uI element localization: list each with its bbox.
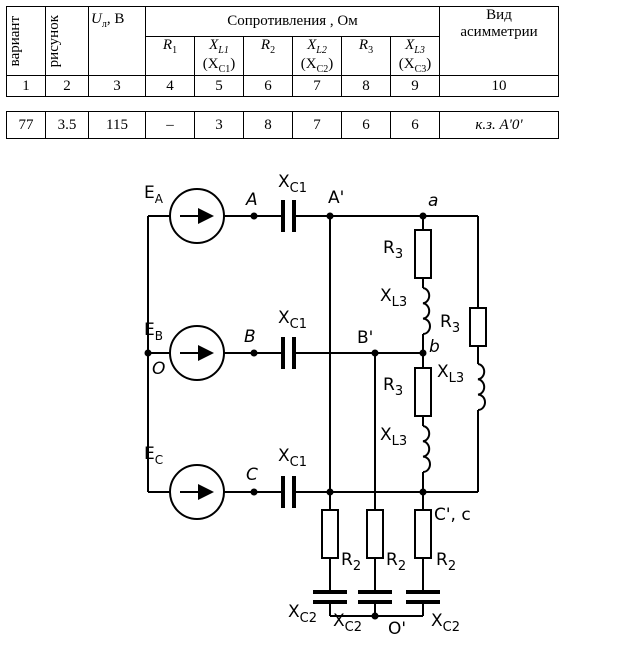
header-XL1: XL1(XC1)	[194, 36, 244, 76]
label-node-C: C	[246, 465, 258, 485]
label-XL3-bc: XL3	[380, 425, 407, 449]
label-R3-ab: R3	[383, 238, 403, 262]
label-EC: EC	[144, 444, 163, 467]
node-a-dot	[419, 212, 427, 220]
capacitor-Xc1-B	[281, 337, 296, 369]
resistor-R2-B	[366, 509, 384, 559]
node-C-junction-dot	[326, 488, 334, 496]
resistor-R2-A	[321, 509, 339, 559]
label-Xc2-B: XC2	[333, 611, 362, 635]
label-R2-C: R2	[436, 550, 456, 574]
inductor-XL3-bc	[422, 425, 431, 473]
label-node-A: A	[245, 190, 258, 210]
node-C-dot	[250, 488, 258, 496]
header-R1: R1	[145, 36, 195, 76]
node-B-dot	[250, 349, 258, 357]
node-b-dot	[419, 349, 427, 357]
label-R2-A: R2	[341, 550, 361, 574]
label-node-Cc: C', c	[434, 505, 471, 525]
node-B1-dot	[371, 349, 379, 357]
node-A1-dot	[326, 212, 334, 220]
header-R2: R2	[243, 36, 293, 76]
capacitor-Xc1-A	[281, 200, 296, 232]
header-R3: R3	[341, 36, 391, 76]
header-voltage: Uл, В	[88, 6, 146, 76]
label-Xc1-C: XC1	[278, 446, 307, 470]
label-node-B1: B'	[357, 328, 373, 348]
source-EB	[169, 325, 225, 381]
label-R3-ac: R3	[440, 312, 460, 336]
capacitor-Xc2-A	[313, 590, 347, 604]
header-variant: вариант	[6, 6, 46, 76]
label-node-O1: O'	[388, 619, 406, 639]
label-Xc1-A: XC1	[278, 172, 307, 196]
label-EB: EB	[144, 320, 163, 343]
label-node-a: a	[428, 191, 438, 211]
header-XL3: XL3(XC3)	[390, 36, 440, 76]
label-R3-bc: R3	[383, 375, 403, 399]
label-node-O: O	[152, 359, 165, 379]
inductor-XL3-ac	[477, 363, 486, 411]
label-Xc2-C: XC2	[431, 611, 460, 635]
inductor-XL3-ab	[422, 287, 431, 335]
label-Xc1-B: XC1	[278, 308, 307, 332]
parameters-table: вариант рисунок Uл, В Сопротивления , Ом…	[6, 6, 559, 139]
resistor-R3-ac	[469, 307, 487, 347]
resistor-R3-bc	[414, 367, 432, 417]
label-EA: EA	[144, 183, 164, 206]
source-EC	[169, 464, 225, 520]
node-O1-dot	[371, 612, 379, 620]
capacitor-Xc2-C	[406, 590, 440, 604]
node-A-dot	[250, 212, 258, 220]
node-O-dot	[144, 349, 152, 357]
label-Xc2-A: XC2	[288, 602, 317, 626]
label-R2-B: R2	[386, 550, 406, 574]
node-Cc-dot	[419, 488, 427, 496]
label-XL3-ac: XL3	[437, 362, 464, 386]
source-EA	[169, 188, 225, 244]
capacitor-Xc1-C	[281, 476, 296, 508]
label-XL3-ab: XL3	[380, 286, 407, 310]
resistor-R3-ab	[414, 229, 432, 279]
resistor-R2-C	[414, 509, 432, 559]
label-node-b: b	[429, 337, 440, 357]
label-node-B: B	[244, 327, 256, 347]
label-node-A1: A'	[328, 188, 344, 208]
capacitor-Xc2-B	[358, 590, 392, 604]
